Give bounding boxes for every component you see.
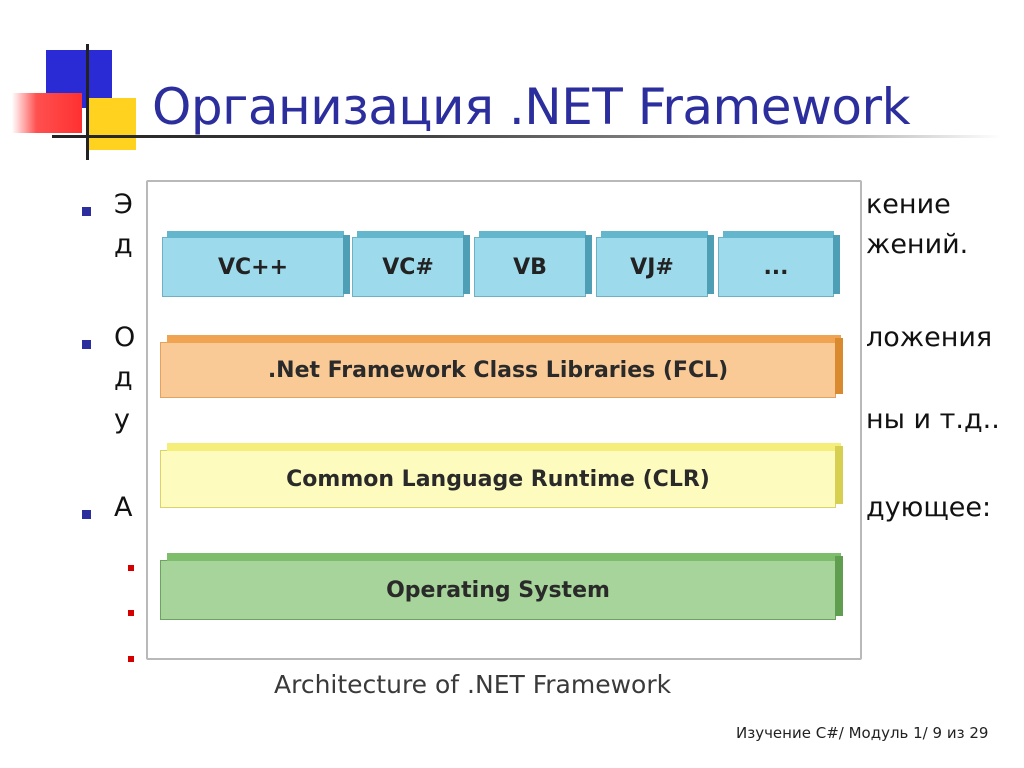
layer-operating-system: Operating System: [160, 560, 836, 620]
bullet-2-line-1-start: О: [114, 322, 135, 353]
sub-bullet-marker-3: [128, 656, 134, 662]
language-block-more: ...: [718, 237, 834, 297]
language-block-vb: VB: [474, 237, 586, 297]
slide-title: Организация .NET Framework: [152, 78, 910, 136]
bullet-1-line-1-end: кение: [866, 189, 951, 220]
bullet-2-line-3-end: ны и т.д..: [866, 404, 1000, 435]
language-block-vcsharp: VC#: [352, 237, 464, 297]
bullet-1-line-1-start: Э: [114, 189, 133, 220]
bullet-2-line-3-start: у: [114, 404, 130, 435]
title-decoration-red-bar: [12, 93, 82, 133]
bullet-2-line-1-end: ложения: [866, 322, 992, 353]
title-decoration-vertical-line: [86, 44, 89, 160]
diagram-caption: Architecture of .NET Framework: [274, 670, 671, 699]
bullet-3-line-1-start: А: [114, 492, 132, 523]
language-block-vcpp: VC++: [162, 237, 344, 297]
bullet-marker-3: [82, 510, 91, 519]
slide-footer: Изучение C#/ Модуль 1/ 9 из 29: [736, 724, 988, 742]
sub-bullet-marker-2: [128, 610, 134, 616]
bullet-marker-1: [82, 207, 91, 216]
bullet-marker-2: [82, 340, 91, 349]
bullet-2-line-2-start: д: [114, 362, 133, 393]
bullet-3-line-1-end: дующее:: [866, 492, 991, 523]
layer-class-libraries: .Net Framework Class Libraries (FCL): [160, 342, 836, 398]
title-decoration-yellow-square: [86, 98, 136, 150]
layer-common-language-runtime: Common Language Runtime (CLR): [160, 450, 836, 508]
bullet-1-line-2-start: д: [114, 229, 133, 260]
language-block-vjsharp: VJ#: [596, 237, 708, 297]
bullet-1-line-2-end: жений.: [866, 229, 968, 260]
sub-bullet-marker-1: [128, 565, 134, 571]
